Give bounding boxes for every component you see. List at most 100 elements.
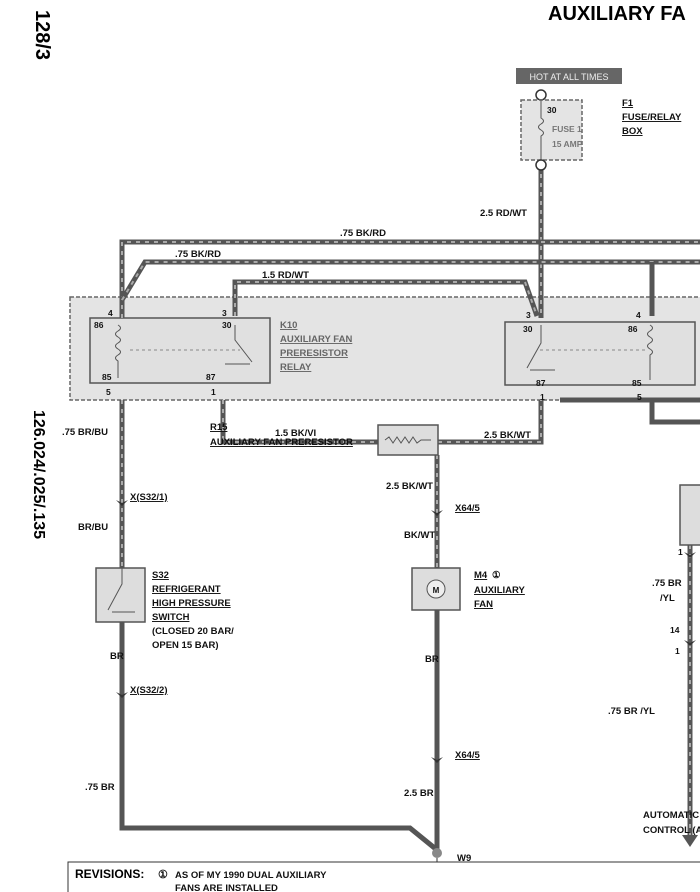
label: 87	[536, 378, 546, 388]
label: 5	[637, 392, 642, 402]
fuse-icon	[538, 100, 544, 160]
hot-at-all-times-badge	[516, 68, 622, 84]
label: 4	[108, 308, 113, 318]
label: 3	[222, 308, 227, 318]
label: PRERESISTOR	[280, 348, 348, 359]
switch-note: OPEN 15 BAR)	[152, 640, 219, 651]
diagram-mark	[684, 552, 696, 558]
label: AUXILIARY FAN	[280, 334, 352, 345]
label: 86	[94, 320, 104, 330]
label: RELAY	[280, 362, 312, 373]
diagram-mark	[119, 622, 439, 852]
fuse-amp: 15 AMP	[552, 139, 583, 149]
diagram-mark	[432, 848, 442, 858]
wire-label: BR/BU	[78, 522, 108, 533]
connector-label: X(S32/1)	[130, 492, 168, 503]
switch-name: REFRIGERANT	[152, 584, 221, 595]
connector-label: X64/5	[455, 750, 481, 761]
diagram-mark	[682, 835, 698, 847]
diagram-mark	[116, 692, 128, 698]
switch-name: SWITCH	[152, 612, 190, 623]
diagram-mark	[121, 241, 700, 318]
control-unit-box	[679, 484, 700, 546]
pin-label: 1	[675, 646, 680, 656]
ground-id: W9	[457, 853, 471, 864]
diagram-mark	[234, 281, 538, 317]
motor-name: AUXILIARY	[474, 585, 526, 596]
coil-icon	[647, 324, 653, 380]
wire-label: BR	[425, 654, 439, 665]
diagram-mark	[222, 400, 378, 443]
wire-label: .75 BR	[85, 782, 115, 793]
wire-label: .75 BR	[652, 578, 682, 589]
pressure-switch-box	[95, 567, 146, 623]
switch-icon	[107, 568, 135, 613]
diagram-mark	[116, 500, 128, 506]
r15-name: AUXILIARY FAN PRERESISTOR	[210, 437, 353, 448]
motor-id: M4	[474, 570, 488, 581]
pin-label: 1	[678, 547, 683, 557]
r15-id: R15	[210, 422, 228, 433]
fuse-name-1: FUSE/RELAY	[622, 112, 682, 123]
motor-symbol: M	[433, 586, 440, 595]
right-relay: 3 30 4 86 87 85 1 5	[523, 310, 653, 402]
wire-label: BK/WT	[404, 530, 435, 541]
resistor-icon	[384, 436, 431, 444]
wire-label: 2.5 RD/WT	[480, 208, 527, 219]
switch-contact-icon	[526, 325, 555, 371]
switch-note: (CLOSED 20 BAR/	[152, 626, 234, 637]
diagram-mark	[431, 510, 443, 516]
switch-name: HIGH PRESSURE	[152, 598, 231, 609]
k10-relay: 4 86 3 30 85 87 5 1 K10 AUXILIARY FAN PR…	[94, 308, 352, 397]
switch-id: S32	[152, 570, 169, 581]
fuse-number: FUSE 1	[552, 124, 582, 134]
revision-text: AS OF MY 1990 DUAL AUXILIARY	[175, 870, 327, 881]
motor-icon	[426, 579, 446, 599]
revisions-label: REVISIONS:	[75, 867, 144, 881]
destination-label: CONTROL (A	[643, 825, 700, 836]
pin-label: 14	[670, 625, 680, 635]
connector-icons	[116, 500, 696, 763]
fuse-name-2: BOX	[622, 126, 643, 137]
wire-label: .75 BR/BU	[62, 427, 108, 438]
label: K10	[280, 320, 297, 331]
model-numbers: 126.024/.025/.135	[30, 410, 47, 539]
switch-contact-icon	[225, 325, 253, 365]
label: 1	[540, 392, 545, 402]
revision-marker: ①	[158, 869, 168, 881]
diagram-mark	[684, 640, 696, 646]
diagram-mark	[431, 757, 443, 763]
label: 87	[206, 372, 216, 382]
wire-label: 1.5 RD/WT	[262, 270, 309, 281]
label: 30	[523, 324, 533, 334]
motor-name: FAN	[474, 599, 493, 610]
coil-icon	[115, 324, 121, 378]
fuse-pin: 30	[547, 105, 557, 115]
wire-label: .75 BR /YL	[608, 706, 655, 717]
page-number: 128/3	[31, 10, 53, 60]
label: 86	[628, 324, 638, 334]
revisions-box	[67, 861, 700, 892]
connector-label: X64/5	[455, 503, 481, 514]
diagram-mark	[121, 261, 700, 301]
wire-label: .75 BK/RD	[340, 228, 386, 239]
wire-label: .75 BK/RD	[175, 249, 221, 260]
hot-label: HOT AT ALL TIMES	[529, 72, 608, 82]
diagram-mark	[649, 400, 700, 425]
right-relay-box	[504, 321, 696, 386]
page-title: AUXILIARY FA	[548, 3, 686, 25]
fuse-id: F1	[622, 98, 634, 109]
terminal-icon	[535, 89, 547, 101]
diagram-mark	[438, 400, 542, 443]
label: 4	[636, 310, 641, 320]
label: 3	[526, 310, 531, 320]
label: 1	[211, 387, 216, 397]
destination-label: AUTOMATIC	[643, 810, 699, 821]
wires	[119, 165, 700, 852]
wire-label: 1.5 BK/VI	[275, 428, 316, 439]
wire-label: 2.5 BR	[404, 788, 434, 799]
wire-label: /YL	[660, 593, 675, 604]
label: 85	[102, 372, 112, 382]
label: 30	[222, 320, 232, 330]
terminal-icon	[535, 159, 547, 171]
